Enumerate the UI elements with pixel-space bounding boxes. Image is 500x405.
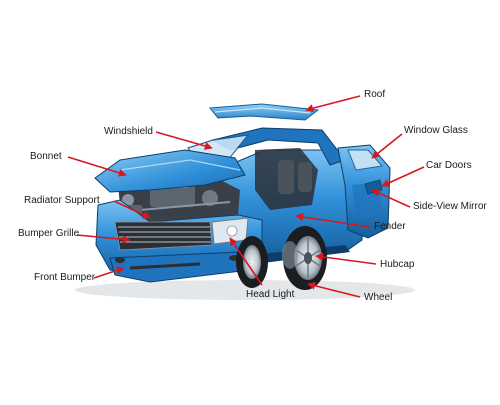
label-bonnet: Bonnet — [30, 151, 62, 162]
leader-lines — [67, 95, 425, 298]
label-wheel: Wheel — [364, 292, 393, 303]
leader-side-view-mirror — [371, 189, 411, 208]
leader-windshield — [155, 131, 213, 150]
label-radiator-support: Radiator Support — [24, 195, 100, 206]
front-wheel — [236, 236, 268, 288]
grille-shape — [114, 221, 213, 251]
leader-window-glass — [371, 133, 403, 159]
label-window-glass: Window Glass — [404, 125, 468, 136]
label-hubcap: Hubcap — [380, 259, 415, 270]
ground-shadow — [75, 280, 415, 300]
leader-fender — [295, 213, 371, 228]
open-door — [337, 144, 391, 239]
leader-hubcap — [315, 252, 377, 265]
label-front-bumper: Front Bumper — [34, 272, 96, 283]
leader-front-bumper — [93, 266, 125, 279]
label-windshield: Windshield — [104, 126, 153, 137]
label-fender: Fender — [374, 221, 406, 232]
leader-bumper-grille — [76, 234, 131, 244]
label-bumper-grille: Bumper Grille — [18, 228, 80, 239]
label-head-light: Head Light — [246, 289, 295, 300]
rear-wheel — [282, 226, 327, 290]
leader-head-light — [229, 237, 263, 286]
leader-car-doors — [381, 166, 425, 187]
leader-bonnet — [67, 156, 127, 177]
roof-panel — [209, 103, 320, 121]
leader-roof — [305, 95, 361, 113]
leader-radiator-support — [113, 200, 151, 219]
leader-wheel — [307, 281, 361, 298]
front-fascia — [95, 199, 263, 283]
bonnet-panel — [94, 149, 246, 193]
label-roof: Roof — [364, 89, 386, 100]
label-car-doors: Car Doors — [426, 160, 472, 171]
label-side-view-mirror: Side-View Mirror — [413, 201, 487, 212]
